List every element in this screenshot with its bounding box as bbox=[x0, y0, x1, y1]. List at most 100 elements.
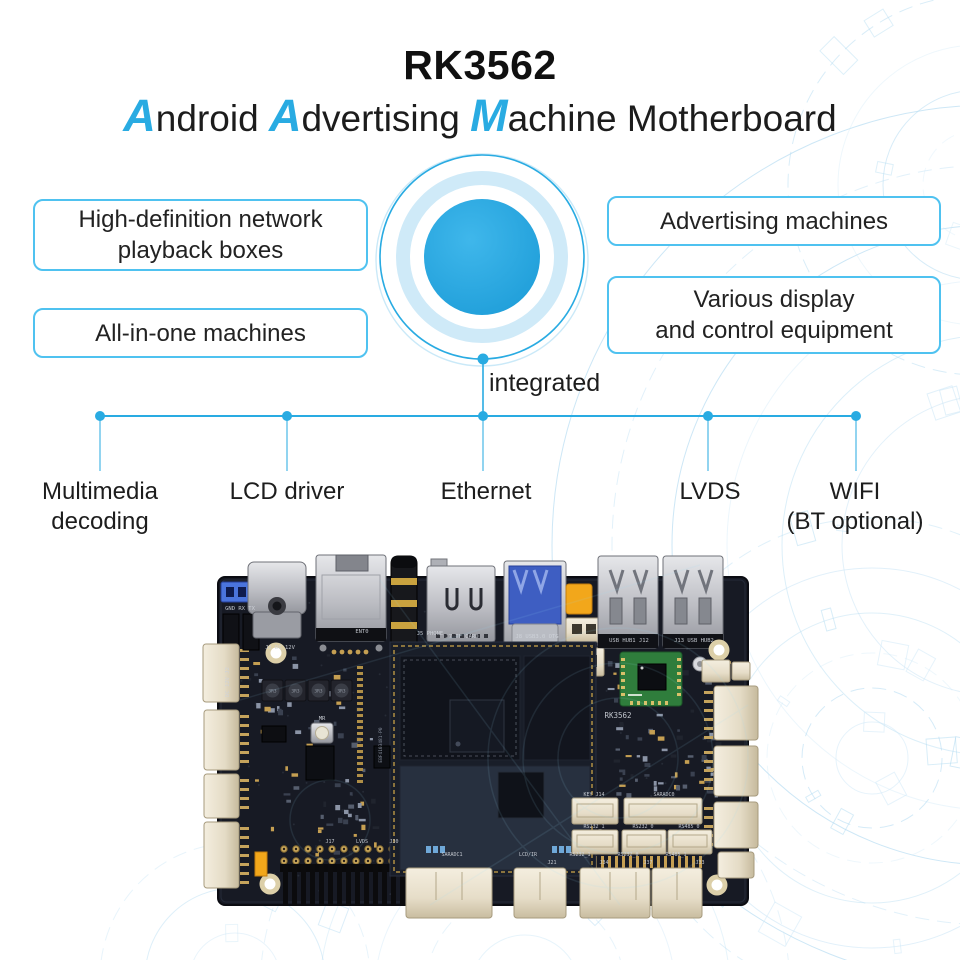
decor bbox=[551, 105, 960, 960]
silkscreen-label: MR bbox=[319, 716, 326, 722]
decor bbox=[925, 736, 958, 766]
decor bbox=[876, 639, 910, 671]
decor bbox=[615, 748, 621, 751]
decor bbox=[704, 780, 712, 783]
silkscreen-label: J8 USB3.0 OTG bbox=[515, 634, 558, 640]
decor bbox=[366, 847, 370, 851]
decor bbox=[362, 790, 365, 793]
decor bbox=[281, 771, 284, 774]
decor bbox=[349, 792, 353, 796]
usb-hub2-port bbox=[662, 555, 724, 649]
decor bbox=[607, 687, 615, 691]
decor bbox=[358, 818, 366, 822]
decor bbox=[354, 859, 358, 863]
decor bbox=[801, 687, 943, 829]
decor bbox=[292, 656, 297, 661]
branch-label-wifi: WIFI (BT optional) bbox=[787, 477, 924, 537]
decor bbox=[682, 784, 688, 789]
decor bbox=[357, 768, 363, 771]
decor bbox=[318, 859, 322, 863]
ic-chip bbox=[373, 745, 391, 769]
decor bbox=[644, 774, 650, 777]
decor bbox=[294, 847, 298, 851]
decor bbox=[193, 932, 277, 960]
decor bbox=[820, 607, 837, 632]
decor bbox=[323, 801, 327, 807]
decor bbox=[337, 733, 344, 739]
decor bbox=[619, 769, 626, 773]
decor bbox=[805, 789, 822, 803]
decor bbox=[863, 8, 894, 38]
lvds-pin bbox=[319, 864, 324, 906]
silkscreen-label: GND RX TX bbox=[225, 606, 255, 612]
subtitle-text: ndroid bbox=[155, 98, 269, 139]
decor bbox=[361, 824, 366, 831]
decor bbox=[253, 662, 261, 666]
pin-strip bbox=[240, 751, 249, 754]
decor bbox=[487, 627, 749, 889]
decor bbox=[282, 859, 286, 863]
fuse-yellow bbox=[565, 583, 593, 615]
decor bbox=[690, 709, 695, 713]
subtitle-text: achine Motherboard bbox=[507, 98, 837, 139]
page-subtitle: Android Advertising Machine Motherboard bbox=[0, 90, 960, 142]
silkscreen-label: J33 bbox=[695, 860, 704, 866]
decor bbox=[371, 798, 376, 804]
decor bbox=[757, 901, 803, 948]
silkscreen-label: RS232_0 bbox=[617, 852, 638, 858]
decor bbox=[357, 708, 363, 711]
feature-box-playback: High-definition network playback boxes bbox=[33, 199, 368, 271]
silkscreen-label: KEY J14 bbox=[583, 792, 604, 798]
silkscreen-layer: GND RX TX J1 DC_12V ENT0 J5 PHONE J7 TF … bbox=[225, 606, 714, 866]
decor bbox=[905, 648, 937, 682]
decor bbox=[341, 808, 345, 813]
decor bbox=[875, 771, 908, 806]
inductor-marking: 3R3 bbox=[337, 689, 345, 695]
branch-label-lvds: LVDS bbox=[680, 477, 741, 507]
decor bbox=[949, 736, 960, 770]
reset-button bbox=[310, 722, 334, 744]
pin-strip bbox=[240, 881, 249, 884]
lvds-pin bbox=[328, 864, 333, 906]
pin-strip bbox=[240, 724, 249, 727]
decor bbox=[637, 737, 643, 741]
pin-strip bbox=[240, 658, 249, 661]
decor bbox=[357, 690, 363, 693]
decor bbox=[650, 795, 653, 798]
feature-box-advertising: Advertising machines bbox=[607, 196, 941, 246]
pin-strip bbox=[240, 836, 249, 839]
decor bbox=[626, 793, 632, 799]
silkscreen-label: RS232_0 bbox=[632, 824, 653, 830]
branch-label-line: Multimedia bbox=[41, 478, 159, 505]
silkscreen-label: RS232_1 bbox=[583, 824, 604, 830]
decor bbox=[273, 872, 276, 875]
pin-strip bbox=[704, 760, 713, 763]
decor bbox=[787, 0, 960, 375]
decor bbox=[330, 859, 334, 863]
decor bbox=[318, 839, 321, 842]
silkscreen-label: J34 bbox=[599, 860, 608, 866]
decor bbox=[317, 827, 324, 830]
decor bbox=[706, 766, 711, 771]
decor bbox=[357, 720, 363, 723]
decor bbox=[635, 778, 638, 782]
pin-strip bbox=[704, 718, 713, 721]
decor bbox=[333, 674, 341, 680]
decor bbox=[286, 799, 291, 803]
lvds-pin bbox=[355, 864, 360, 906]
decor bbox=[709, 732, 714, 738]
decor bbox=[333, 721, 337, 726]
decor bbox=[352, 691, 355, 694]
silkscreen-label: EBF4103481-P0 bbox=[378, 727, 384, 763]
decor bbox=[337, 817, 343, 824]
decor bbox=[283, 793, 291, 796]
decor bbox=[656, 713, 663, 717]
decor bbox=[676, 785, 681, 791]
silkscreen-label: J21 bbox=[547, 860, 556, 866]
decor bbox=[671, 226, 960, 864]
decor bbox=[615, 663, 622, 668]
pin-strip bbox=[240, 788, 249, 791]
decor bbox=[682, 670, 689, 676]
branch-label-ethernet: Ethernet bbox=[441, 477, 532, 507]
